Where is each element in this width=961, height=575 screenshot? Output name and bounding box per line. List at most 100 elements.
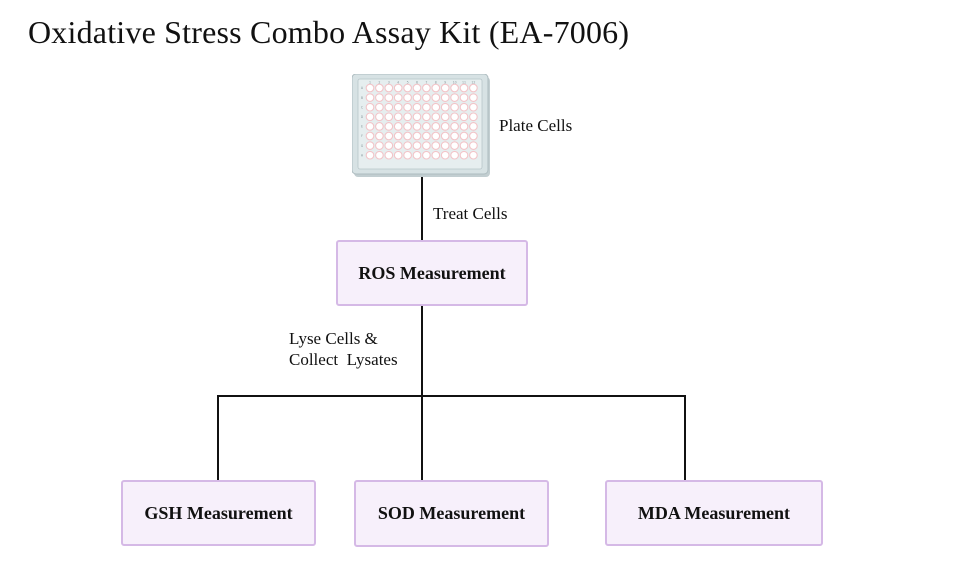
plate-well [469,122,478,131]
plate-well [440,93,450,102]
plate-well [469,150,478,160]
plate-well [422,141,431,150]
plate-well [412,131,422,141]
plate-column-number: 4 [397,81,399,85]
lyse-cells-label: Lyse Cells & Collect Lysates [289,329,398,369]
plate-cells-label: Plate Cells [499,116,573,135]
plate-well [459,141,469,150]
plate-column-number: 6 [416,81,418,85]
plate-well [422,131,431,141]
plate-well [403,150,412,160]
plate-well [450,131,459,141]
plate-row-letter: F [361,134,363,138]
plate-well [469,93,478,102]
plate-well [469,83,478,93]
plate-well [365,141,375,150]
plate-well [393,83,403,93]
plate-well [384,141,394,150]
plate-well [440,83,450,93]
page-title: Oxidative Stress Combo Assay Kit (EA-700… [28,14,630,50]
plate-well [459,102,469,112]
ros-measurement-box: ROS Measurement [336,240,528,306]
plate-well [450,93,459,102]
plate-well [403,93,412,102]
plate-well [365,112,375,122]
sod-measurement-box: SOD Measurement [354,480,549,547]
plate-well [384,131,394,141]
plate-well [384,112,394,122]
plate-well [459,150,469,160]
plate-well [375,122,384,131]
plate-well [403,122,412,131]
mda-measurement-box: MDA Measurement [605,480,823,546]
plate-well [375,112,384,122]
plate-well [431,141,441,150]
plate-well [365,102,375,112]
plate-well [459,112,469,122]
plate-well [365,83,375,93]
plate-well [431,93,441,102]
plate-well [412,93,422,102]
plate-well [393,141,403,150]
plate-column-number: 8 [435,81,437,85]
plate-column-number: 10 [453,81,457,85]
plate-well [412,83,422,93]
plate-well [365,150,375,160]
plate-well [440,112,450,122]
plate-well [384,122,394,131]
plate-well [393,102,403,112]
plate-well [422,122,431,131]
plate-well [459,131,469,141]
plate-well [422,150,431,160]
plate-well [403,112,412,122]
plate-well [422,93,431,102]
plate-well [469,131,478,141]
plate-well [450,150,459,160]
plate-row-letter: H [361,153,364,157]
plate-row-letter: A [361,86,364,90]
plate-column-number: 1 [369,81,371,85]
plate-well [431,83,441,93]
plate-column-number: 2 [378,81,380,85]
plate-well [440,131,450,141]
plate-well [393,93,403,102]
plate-well [375,141,384,150]
plate-well [450,83,459,93]
plate-well [365,122,375,131]
plate-well [431,112,441,122]
plate-well [431,122,441,131]
plate-row-letter: G [361,144,364,148]
plate-well [375,131,384,141]
plate-well [384,93,394,102]
plate-row-letter: C [361,105,364,109]
plate-well [412,112,422,122]
plate-well [412,150,422,160]
plate-well [469,102,478,112]
plate-well [393,112,403,122]
plate-row-letter: B [361,96,363,100]
plate-well [393,122,403,131]
plate-well [403,131,412,141]
plate-well [431,102,441,112]
plate-well [365,93,375,102]
plate-well [450,102,459,112]
plate-well [384,150,394,160]
plate-well [450,112,459,122]
plate-well [450,141,459,150]
plate-well [384,102,394,112]
plate-well [403,83,412,93]
plate-row-letter: D [361,115,364,119]
plate-well [393,131,403,141]
plate-well [469,141,478,150]
plate-well [450,122,459,131]
plate-well [412,102,422,112]
plate-well [459,83,469,93]
plate-well [459,122,469,131]
plate-well [440,102,450,112]
plate-well [440,122,450,131]
plate-column-number: 9 [444,81,446,85]
plate-well [403,141,412,150]
